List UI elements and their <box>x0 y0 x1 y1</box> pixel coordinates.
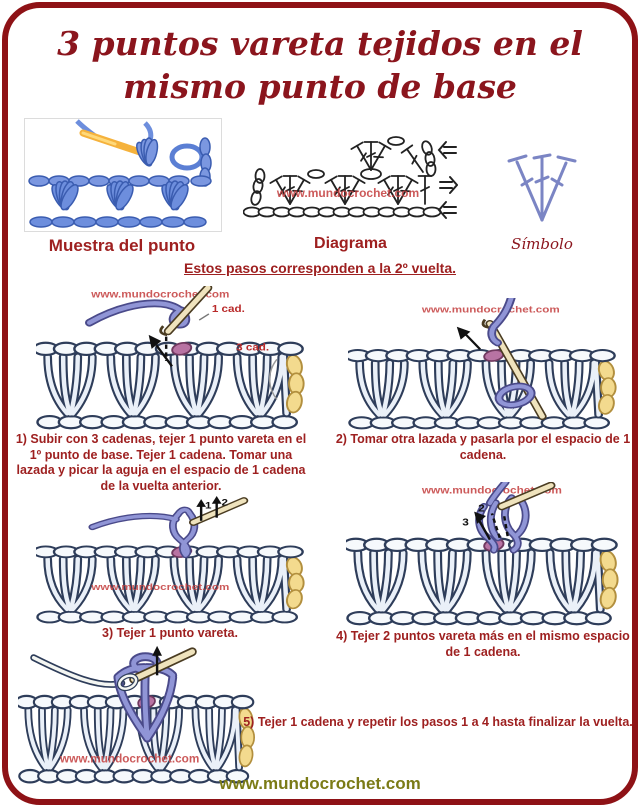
row-direction-arrows <box>437 141 459 219</box>
yo-arrows <box>199 502 218 521</box>
stitch-symbol: Símbolo <box>498 146 586 253</box>
label-1-chain: 1 cad. <box>212 304 245 315</box>
step4-text: 4) Tejer 2 puntos vareta más en el mismo… <box>336 629 630 659</box>
label-num-2: 2 <box>478 503 485 514</box>
svg-text:www.mundocrochet.com: www.mundocrochet.com <box>90 582 229 593</box>
insert-arrows <box>155 336 174 367</box>
step2-text: 2) Tomar otra lazada y pasarla por el es… <box>335 432 631 462</box>
title-line-1: 3 puntos vareta tejidos en el <box>57 24 583 63</box>
crochet-hook <box>159 286 213 337</box>
step5-illustration: www.mundocrochet.com <box>18 645 258 789</box>
pull-arrow <box>463 332 482 350</box>
crochet-hook <box>129 647 197 684</box>
photo-bottom-chain <box>29 216 207 228</box>
page-title: 3 puntos vareta tejidos en el mismo punt… <box>30 22 610 108</box>
step4-illustration: www.mundocrochet.com 3 2 <box>346 482 622 626</box>
step2-illustration: www.mundocrochet.com <box>348 298 620 430</box>
symbol-3dc-icon <box>507 153 577 222</box>
step3-illustration: 1 2 www.mundocrochet.com <box>36 496 308 624</box>
step1-text: 1) Subir con 3 cadenas, tejer 1 punto va… <box>15 432 307 493</box>
stitch-diagram: www.mundocrochet.com Diagrama <box>242 128 459 253</box>
repeat-arrows <box>476 513 509 541</box>
photo-bottom-puffs <box>51 180 189 211</box>
label-num-3: 3 <box>462 517 469 528</box>
step5-text: 5) Tejer 1 cadena y repetir los pasos 1 … <box>243 715 633 729</box>
diagram-caption: Diagrama <box>314 235 387 252</box>
svg-text:www.mundocrochet.com: www.mundocrochet.com <box>59 753 199 766</box>
title-line-2: mismo punto de base <box>123 67 517 106</box>
steps-heading: Estos pasos corresponden a la 2º vuelta. <box>184 260 456 276</box>
svg-text:www.mundocrochet.com: www.mundocrochet.com <box>421 304 560 315</box>
stitch-sample-photo <box>24 118 222 232</box>
step3-text: 3) Tejer 1 punto vareta. <box>102 626 238 640</box>
label-num-2: 2 <box>222 497 229 508</box>
diagram-chart: www.mundocrochet.com <box>242 136 459 219</box>
crochet-hook <box>497 482 556 511</box>
stitch-sample: Muestra del punto <box>24 118 222 256</box>
label-num-1: 1 <box>205 500 212 511</box>
svg-text:www.mundocrochet.com: www.mundocrochet.com <box>90 289 229 300</box>
photo-caption: Muestra del punto <box>48 236 196 255</box>
symbol-caption: Símbolo <box>511 235 573 253</box>
step1-illustration: www.mundocrochet.com 1 cad. 3 cad. <box>36 286 308 430</box>
diagram-watermark: www.mundocrochet.com <box>276 186 419 200</box>
label-3-chains: 3 cad. <box>236 342 269 353</box>
site-footer: www.mundocrochet.com <box>219 774 421 793</box>
svg-text:www.mundocrochet.com: www.mundocrochet.com <box>421 485 562 496</box>
